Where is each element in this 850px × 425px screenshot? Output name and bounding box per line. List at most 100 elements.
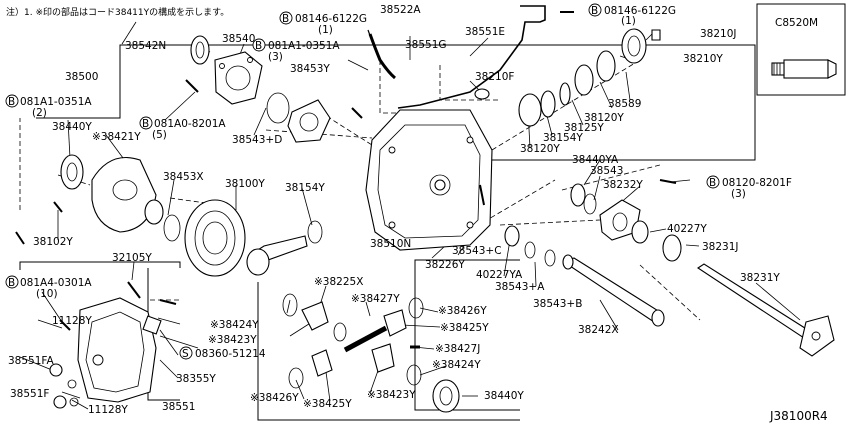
side-gear-pinion-set bbox=[282, 293, 460, 413]
bolt-b-icon bbox=[5, 94, 19, 108]
label-08360-51214: 08360-51214 bbox=[195, 348, 266, 360]
svg-text:B: B bbox=[709, 177, 716, 189]
extension-tube-38242X bbox=[562, 254, 665, 327]
label-38551FA: 38551FA bbox=[8, 355, 54, 367]
label-08146-6122G-left-qty: (1) bbox=[318, 24, 333, 36]
shim-38453X bbox=[163, 214, 181, 242]
header-note: 注）1. ※印の部品はコード38411Yの構成を示します。 bbox=[6, 6, 229, 18]
label-38120Y-b: 38120Y bbox=[520, 143, 560, 155]
label-38425Y-b: ※38425Y bbox=[303, 398, 352, 410]
label-38426Y-a: ※38426Y bbox=[438, 305, 487, 317]
spacer-38154Y bbox=[307, 220, 323, 244]
label-40227Y: 40227Y bbox=[667, 223, 707, 235]
label-38551: 38551 bbox=[162, 401, 195, 413]
rear-cover-38355Y bbox=[77, 297, 162, 403]
ring-pinion-gear-38100Y bbox=[184, 199, 308, 277]
bearing-38440Y-left bbox=[60, 154, 84, 190]
label-38421Y: ※38421Y bbox=[92, 131, 141, 143]
label-38423Y-b: ※38423Y bbox=[367, 389, 416, 401]
label-38154Y-b: 38154Y bbox=[285, 182, 325, 194]
axle-shaft-38231Y bbox=[697, 263, 835, 357]
diagram-ref: J38100R4 bbox=[769, 409, 828, 423]
side-flange-38540 bbox=[214, 51, 263, 105]
label-38242X: 38242X bbox=[578, 324, 619, 336]
bolt-b-icon bbox=[252, 38, 266, 52]
label-38551G: 38551G bbox=[405, 39, 447, 51]
label-38154Y-a: 38154Y bbox=[543, 132, 583, 144]
label-38424Y-a: ※38424Y bbox=[210, 319, 259, 331]
bolt-b-icon bbox=[5, 275, 19, 289]
label-32105Y: 32105Y bbox=[112, 252, 152, 264]
bolt-b-icon bbox=[706, 175, 720, 189]
label-38510N: 38510N bbox=[370, 238, 411, 250]
label-11128Y-b: 11128Y bbox=[88, 404, 128, 416]
label-38100Y: 38100Y bbox=[225, 178, 265, 190]
callout-lines bbox=[19, 21, 801, 421]
label-38210F: 38210F bbox=[475, 71, 514, 83]
label-11128Y-a: 11128Y bbox=[52, 315, 92, 327]
label-38453Y: 38453Y bbox=[290, 63, 330, 75]
svg-text:B: B bbox=[8, 96, 15, 108]
label-08120-8201F: 08120-8201F bbox=[722, 177, 792, 189]
svg-text:B: B bbox=[282, 13, 289, 25]
label-38522A: 38522A bbox=[380, 4, 421, 16]
label-38226Y: 38226Y bbox=[425, 259, 465, 271]
label-38424Y-b: ※38424Y bbox=[432, 359, 481, 371]
label-38453X: 38453X bbox=[163, 171, 204, 183]
label-38423Y-a: ※38423Y bbox=[208, 334, 257, 346]
label-08146-6122G-left: 08146-6122G bbox=[295, 13, 367, 25]
svg-text:B: B bbox=[255, 40, 262, 52]
label-38355Y: 38355Y bbox=[176, 373, 216, 385]
label-081A1-0351A-top-qty: (3) bbox=[268, 51, 283, 63]
drain-plug-38210F bbox=[474, 88, 490, 100]
label-38125Y: 38125Y bbox=[564, 122, 604, 134]
stud-bolts bbox=[15, 11, 677, 331]
label-38440Y-b: 38440Y bbox=[484, 390, 524, 402]
inset-label: C8520M bbox=[775, 17, 818, 29]
svg-text:B: B bbox=[142, 118, 149, 130]
part-labels: 38522A 08146-6122G (1) 08146-6122G (1) 3… bbox=[8, 4, 792, 416]
label-38543A: 38543+A bbox=[495, 281, 545, 293]
svg-text:S: S bbox=[182, 348, 189, 360]
label-38440Y-a: 38440Y bbox=[52, 121, 92, 133]
label-38440YA: 38440YA bbox=[572, 154, 619, 166]
label-38231J: 38231J bbox=[702, 241, 739, 253]
diff-case-38421Y bbox=[91, 156, 164, 233]
label-081A1-0351A-left: 081A1-0351A bbox=[20, 96, 92, 108]
label-08146-6122G-right: 08146-6122G bbox=[604, 5, 676, 17]
label-38551F: 38551F bbox=[10, 388, 49, 400]
label-38426Y-b: ※38426Y bbox=[250, 392, 299, 404]
label-38120Y-a: 38120Y bbox=[584, 112, 624, 124]
label-081A4-0301A-qty: (10) bbox=[36, 288, 58, 300]
gasket-38453Y bbox=[287, 99, 331, 143]
label-38425Y-a: ※38425Y bbox=[440, 322, 489, 334]
svg-text:B: B bbox=[591, 5, 598, 17]
differential-carrier-38510N bbox=[365, 109, 493, 251]
label-38589: 38589 bbox=[608, 98, 641, 110]
svg-text:B: B bbox=[8, 277, 15, 289]
label-38427Y: ※38427Y bbox=[351, 293, 400, 305]
inset-box: C8520M bbox=[756, 3, 846, 96]
label-081A1-0351A-top: 081A1-0351A bbox=[268, 40, 340, 52]
oil-seal-38542N bbox=[190, 35, 210, 65]
label-08120-8201F-qty: (3) bbox=[731, 188, 746, 200]
breather-tube-38551E bbox=[397, 5, 546, 109]
bolt-b-icon bbox=[588, 3, 602, 17]
screw-s-icon bbox=[179, 346, 193, 360]
label-38543B: 38543+B bbox=[533, 298, 582, 310]
fill-drain-plugs bbox=[49, 363, 79, 409]
right-side-seals bbox=[570, 183, 682, 262]
bearing-set-right bbox=[518, 28, 661, 127]
bolt-symbols: B B B B B B B S bbox=[5, 3, 720, 360]
breather-hose-38522A bbox=[367, 29, 396, 80]
label-38543D: 38543+D bbox=[232, 134, 282, 146]
label-38542N: 38542N bbox=[125, 40, 166, 52]
label-38551E: 38551E bbox=[465, 26, 505, 38]
label-38427J: ※38427J bbox=[435, 343, 480, 355]
label-38543C: 38543+C bbox=[452, 245, 502, 257]
label-08146-6122G-right-qty: (1) bbox=[621, 15, 636, 27]
label-081A4-0301A: 081A4-0301A bbox=[20, 277, 92, 289]
label-38225X: ※38225X bbox=[314, 276, 363, 288]
label-38500: 38500 bbox=[65, 71, 98, 83]
